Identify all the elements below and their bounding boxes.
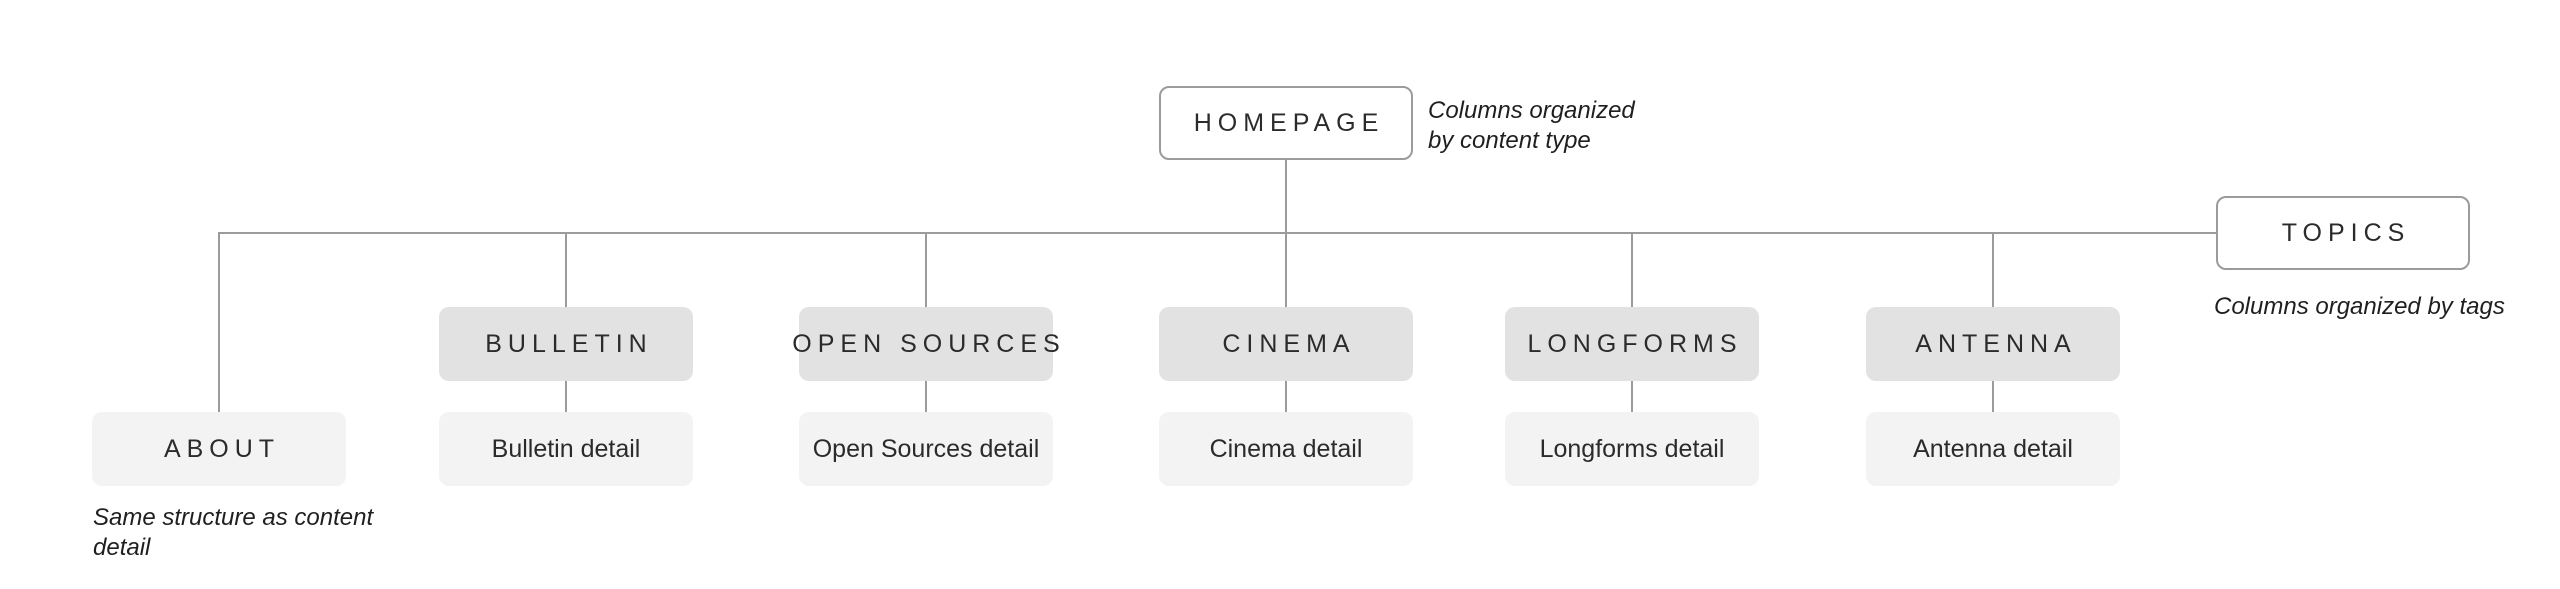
annotation-homepage-line2: by content type	[1428, 127, 1591, 154]
annotation-homepage: Columns organized by content type	[1428, 96, 1635, 156]
node-open-sources[interactable]: OPEN SOURCES	[792, 307, 1060, 381]
node-longforms-label: LONGFORMS	[1527, 329, 1743, 358]
connector-cinema-detail	[1285, 381, 1287, 412]
connector-about-drop	[218, 232, 220, 412]
node-bulletin[interactable]: BULLETIN	[439, 307, 693, 381]
node-antenna-detail-label: Antenna detail	[1913, 434, 2073, 463]
node-topics[interactable]: TOPICS	[2216, 196, 2470, 270]
connector-open-sources-drop	[925, 232, 927, 307]
connector-antenna-detail	[1992, 381, 1994, 412]
node-cinema-detail[interactable]: Cinema detail	[1159, 412, 1413, 486]
node-about[interactable]: ABOUT	[92, 412, 346, 486]
connector-antenna-drop	[1992, 232, 1994, 307]
node-bulletin-label: BULLETIN	[485, 329, 653, 358]
node-topics-label: TOPICS	[2281, 218, 2411, 247]
node-open-sources-detail[interactable]: Open Sources detail	[799, 412, 1053, 486]
node-antenna[interactable]: ANTENNA	[1866, 307, 2120, 381]
node-cinema[interactable]: CINEMA	[1159, 307, 1413, 381]
node-bulletin-detail-label: Bulletin detail	[491, 434, 641, 463]
node-longforms-detail[interactable]: Longforms detail	[1505, 412, 1759, 486]
node-longforms-detail-label: Longforms detail	[1539, 434, 1725, 463]
annotation-about: Same structure as content detail	[93, 503, 373, 563]
connector-trunk	[218, 232, 2216, 234]
annotation-about-line1: Same structure as content	[93, 504, 374, 531]
node-open-sources-detail-label: Open Sources detail	[812, 434, 1040, 463]
connector-bulletin-drop	[565, 232, 567, 307]
node-antenna-detail[interactable]: Antenna detail	[1866, 412, 2120, 486]
node-bulletin-detail[interactable]: Bulletin detail	[439, 412, 693, 486]
node-longforms[interactable]: LONGFORMS	[1505, 307, 1759, 381]
annotation-topics: Columns organized by tags	[2214, 292, 2505, 322]
connector-longforms-detail	[1631, 381, 1633, 412]
annotation-topics-line1: Columns organized by tags	[2214, 293, 2505, 320]
annotation-about-line2: detail	[93, 534, 151, 561]
connector-open-sources-detail	[925, 381, 927, 412]
connector-longforms-drop	[1631, 232, 1633, 307]
connector-bulletin-detail	[565, 381, 567, 412]
node-cinema-detail-label: Cinema detail	[1209, 434, 1363, 463]
node-cinema-label: CINEMA	[1222, 329, 1356, 358]
node-about-label: ABOUT	[163, 434, 281, 463]
annotation-homepage-line1: Columns organized	[1428, 97, 1635, 124]
node-antenna-label: ANTENNA	[1915, 329, 2077, 358]
connector-root-drop	[1285, 160, 1287, 234]
node-open-sources-label: OPEN SOURCES	[792, 329, 1066, 358]
node-homepage[interactable]: HOMEPAGE	[1159, 86, 1413, 160]
node-homepage-label: HOMEPAGE	[1193, 108, 1385, 137]
connector-cinema-drop	[1285, 232, 1287, 307]
